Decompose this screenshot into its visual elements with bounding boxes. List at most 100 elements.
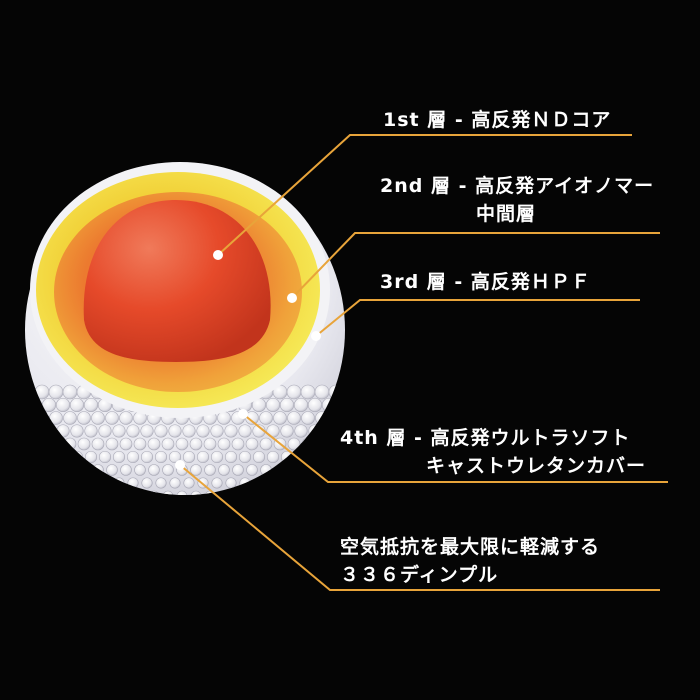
dimple [161, 437, 175, 451]
dimple [245, 437, 259, 451]
dimple [57, 477, 69, 489]
layer-5-line-1: 空気抵抗を最大限に軽減する [340, 536, 601, 558]
dimple [28, 424, 42, 438]
dimple [112, 424, 126, 438]
dimple [105, 411, 119, 425]
dimple [162, 490, 174, 495]
dimple [308, 424, 322, 438]
dimple [84, 450, 98, 464]
dimple [29, 477, 41, 489]
dimple [155, 477, 167, 489]
dimple [253, 477, 265, 489]
dimple [105, 437, 119, 451]
layer-label-5: 空気抵抗を最大限に軽減する ３３６ディンプル [340, 533, 600, 589]
dimple [141, 477, 153, 489]
dimple [36, 490, 48, 495]
anchor-dot-5 [175, 460, 185, 470]
dimple [63, 437, 77, 451]
dimple [322, 450, 336, 464]
anchor-dot-2 [287, 293, 297, 303]
dimple [189, 437, 203, 451]
dimple [321, 397, 337, 413]
dimple [119, 437, 133, 451]
dimple [343, 411, 345, 425]
layer-5-line-2: ３３６ディンプル [340, 564, 499, 586]
dimple [41, 397, 57, 413]
dimple [64, 464, 76, 476]
dimple [127, 477, 139, 489]
dimple [36, 464, 48, 476]
dimple [49, 437, 63, 451]
core-layer [83, 200, 271, 362]
dimple [98, 450, 112, 464]
dimple [27, 397, 43, 413]
dimple [295, 477, 307, 489]
golf-ball [25, 162, 364, 495]
dimple [126, 450, 140, 464]
dimple [260, 464, 272, 476]
dimple [69, 397, 85, 413]
dimple [133, 437, 147, 451]
dimple [335, 397, 345, 413]
dimple [238, 450, 252, 464]
dimple [196, 450, 210, 464]
dimple [232, 490, 244, 495]
dimple [316, 490, 328, 495]
dimple [273, 411, 287, 425]
leader-line-4 [242, 413, 668, 483]
dimple [50, 464, 62, 476]
dimple [266, 450, 280, 464]
dimple [301, 411, 315, 425]
dimple [225, 477, 237, 489]
dimple [55, 397, 71, 413]
dimple [25, 490, 34, 495]
dimple [85, 477, 97, 489]
layer-label-2: 2nd 層 - 高反発アイオノマー 中間層 [380, 172, 654, 228]
dimple [308, 450, 322, 464]
dimple [120, 464, 132, 476]
dimple [120, 490, 132, 495]
leader-line-3 [315, 299, 640, 337]
dimple [300, 384, 316, 400]
anchor-dot-4 [238, 409, 248, 419]
dimple [99, 477, 111, 489]
dimple [350, 398, 364, 412]
dimple [315, 437, 329, 451]
dimple [91, 437, 105, 451]
dimple [147, 437, 161, 451]
dimple [35, 437, 49, 451]
dimple [175, 437, 189, 451]
dimple [204, 464, 216, 476]
dimple [294, 424, 308, 438]
dimple [322, 424, 336, 438]
dimple [217, 437, 231, 451]
dimple [92, 490, 104, 495]
dimple [274, 490, 286, 495]
anchor-dot-3 [311, 331, 321, 341]
layer-label-1: 1st 層 - 高反発ＮＤコア [383, 106, 611, 134]
dimple [168, 424, 182, 438]
dimple [342, 384, 345, 400]
dimple [314, 384, 330, 400]
dimple [183, 477, 195, 489]
dimple [279, 397, 295, 413]
dimple [70, 424, 84, 438]
dimple [43, 477, 55, 489]
dimple [224, 424, 238, 438]
dimple [281, 477, 293, 489]
dimple [56, 450, 70, 464]
dimple [190, 490, 202, 495]
dimple [190, 464, 202, 476]
dimple [203, 437, 217, 451]
dimple [35, 411, 49, 425]
dimple [78, 490, 90, 495]
dimple [78, 464, 90, 476]
layer-label-3: 3rd 層 - 高反発ＨＰＦ [380, 268, 591, 296]
dimple [126, 424, 140, 438]
dimple [280, 424, 294, 438]
dimple [154, 424, 168, 438]
dimple [83, 397, 99, 413]
layer-label-4: 4th 層 - 高反発ウルトラソフト キャストウレタンカバー [340, 424, 646, 480]
dimple [134, 490, 146, 495]
dimple [224, 450, 238, 464]
